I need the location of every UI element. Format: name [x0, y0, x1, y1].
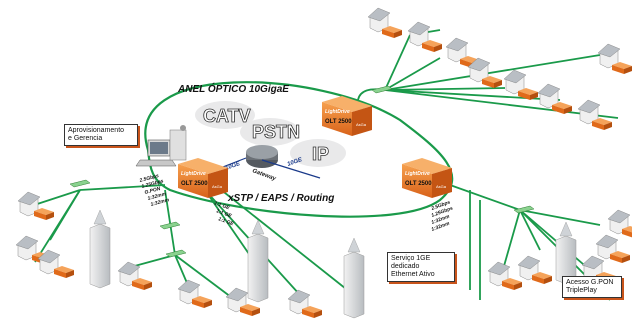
management-pc	[135, 125, 187, 167]
pstn-label: PSTN	[252, 122, 300, 142]
home-icon	[407, 21, 431, 47]
splitter-icon	[371, 85, 393, 94]
splitter-icon	[165, 249, 187, 258]
gateway-label: Gateway	[251, 168, 277, 182]
building-icon	[343, 237, 365, 319]
port-label: 1.25Gbps	[141, 178, 165, 190]
onu-icon	[552, 102, 572, 114]
devices-layer	[15, 7, 632, 319]
onu-icon	[132, 278, 152, 290]
home-icon	[15, 235, 39, 261]
onu-icon	[34, 208, 54, 220]
onu-icon	[532, 272, 552, 284]
home-icon	[37, 249, 61, 275]
ge-label: 1:1 GE	[217, 216, 235, 227]
olt-suffix: AsGa	[436, 184, 447, 189]
onu-icon	[592, 118, 612, 130]
olt-suffix: AsGa	[356, 122, 367, 127]
callout-provisioning: Aprovisionamento e Gerencia	[64, 124, 138, 146]
splitter-icon	[69, 179, 91, 188]
olt-left: LightDrive OLT 2500 AsGa	[178, 158, 228, 198]
onu-icon	[612, 62, 632, 74]
onu-icon	[422, 40, 442, 52]
catv-label: CATV	[203, 106, 251, 126]
port-label: G.PON	[144, 186, 161, 196]
splitter-icon	[159, 221, 181, 230]
onu-icon	[240, 304, 260, 316]
ge-label: 1:1 GE	[213, 200, 231, 211]
olt-model: OLT 2500	[405, 181, 432, 187]
home-icon	[503, 69, 527, 95]
onu-icon	[518, 88, 538, 100]
olt-top: LightDrive OLT 2500 AsGa	[322, 96, 372, 136]
building-icon	[89, 209, 111, 289]
olt-brand: LightDrive	[181, 171, 206, 177]
building-icon	[555, 221, 577, 285]
gateway-link-label: 10GE	[287, 157, 304, 168]
gateway-link-label-2: 10GE	[225, 161, 242, 172]
port-label: 1:32mm	[147, 191, 167, 202]
onu-icon	[610, 251, 630, 263]
onu-icon	[482, 76, 502, 88]
onu-icon	[622, 226, 632, 238]
olt-brand: LightDrive	[405, 171, 430, 177]
onu-icon	[192, 296, 212, 308]
home-icon	[467, 57, 491, 83]
onu-icon	[54, 266, 74, 278]
splitter-icon	[513, 205, 535, 214]
olt-suffix: AsGa	[212, 184, 223, 189]
onu-icon	[502, 278, 522, 290]
callout-service-1ge: Serviço 1GE dedicado Ethernet Ativo	[387, 252, 455, 282]
olt-brand: LightDrive	[325, 109, 350, 115]
olt-model: OLT 2500	[325, 119, 352, 125]
home-icon	[537, 83, 561, 109]
ip-label: IP	[312, 144, 329, 164]
port-label: 1:32mm	[150, 197, 170, 208]
onu-icon	[302, 306, 322, 318]
olt-model: OLT 2500	[181, 181, 208, 187]
home-icon	[577, 99, 601, 125]
home-icon	[445, 37, 469, 63]
ring-title: ANEL ÓPTICO 10GigaE	[177, 82, 289, 95]
ring-protocols: xSTP / EAPS / Routing	[227, 193, 334, 204]
olt-right: LightDrive OLT 2500 AsGa	[402, 158, 452, 198]
callout-gpon-access: Acesso G.PON TriplePlay	[562, 276, 622, 298]
right-olt-port-labels: 2.5Gbps 1.25Gbps 1:32mm 1:32mm	[430, 199, 454, 232]
building-icon	[247, 219, 269, 303]
onu-icon	[382, 26, 402, 38]
port-label: 2.5Gbps	[138, 173, 160, 184]
left-olt-port-labels: 2.5Gbps 1.25Gbps G.PON 1:32mm 1:32mm	[138, 173, 170, 208]
ge-link-labels: 1:1 GE 1:1 GE 1:1 GE	[213, 200, 235, 227]
service-clouds: CATV PSTN IP	[195, 101, 346, 167]
ge-label: 1:1 GE	[215, 208, 233, 219]
